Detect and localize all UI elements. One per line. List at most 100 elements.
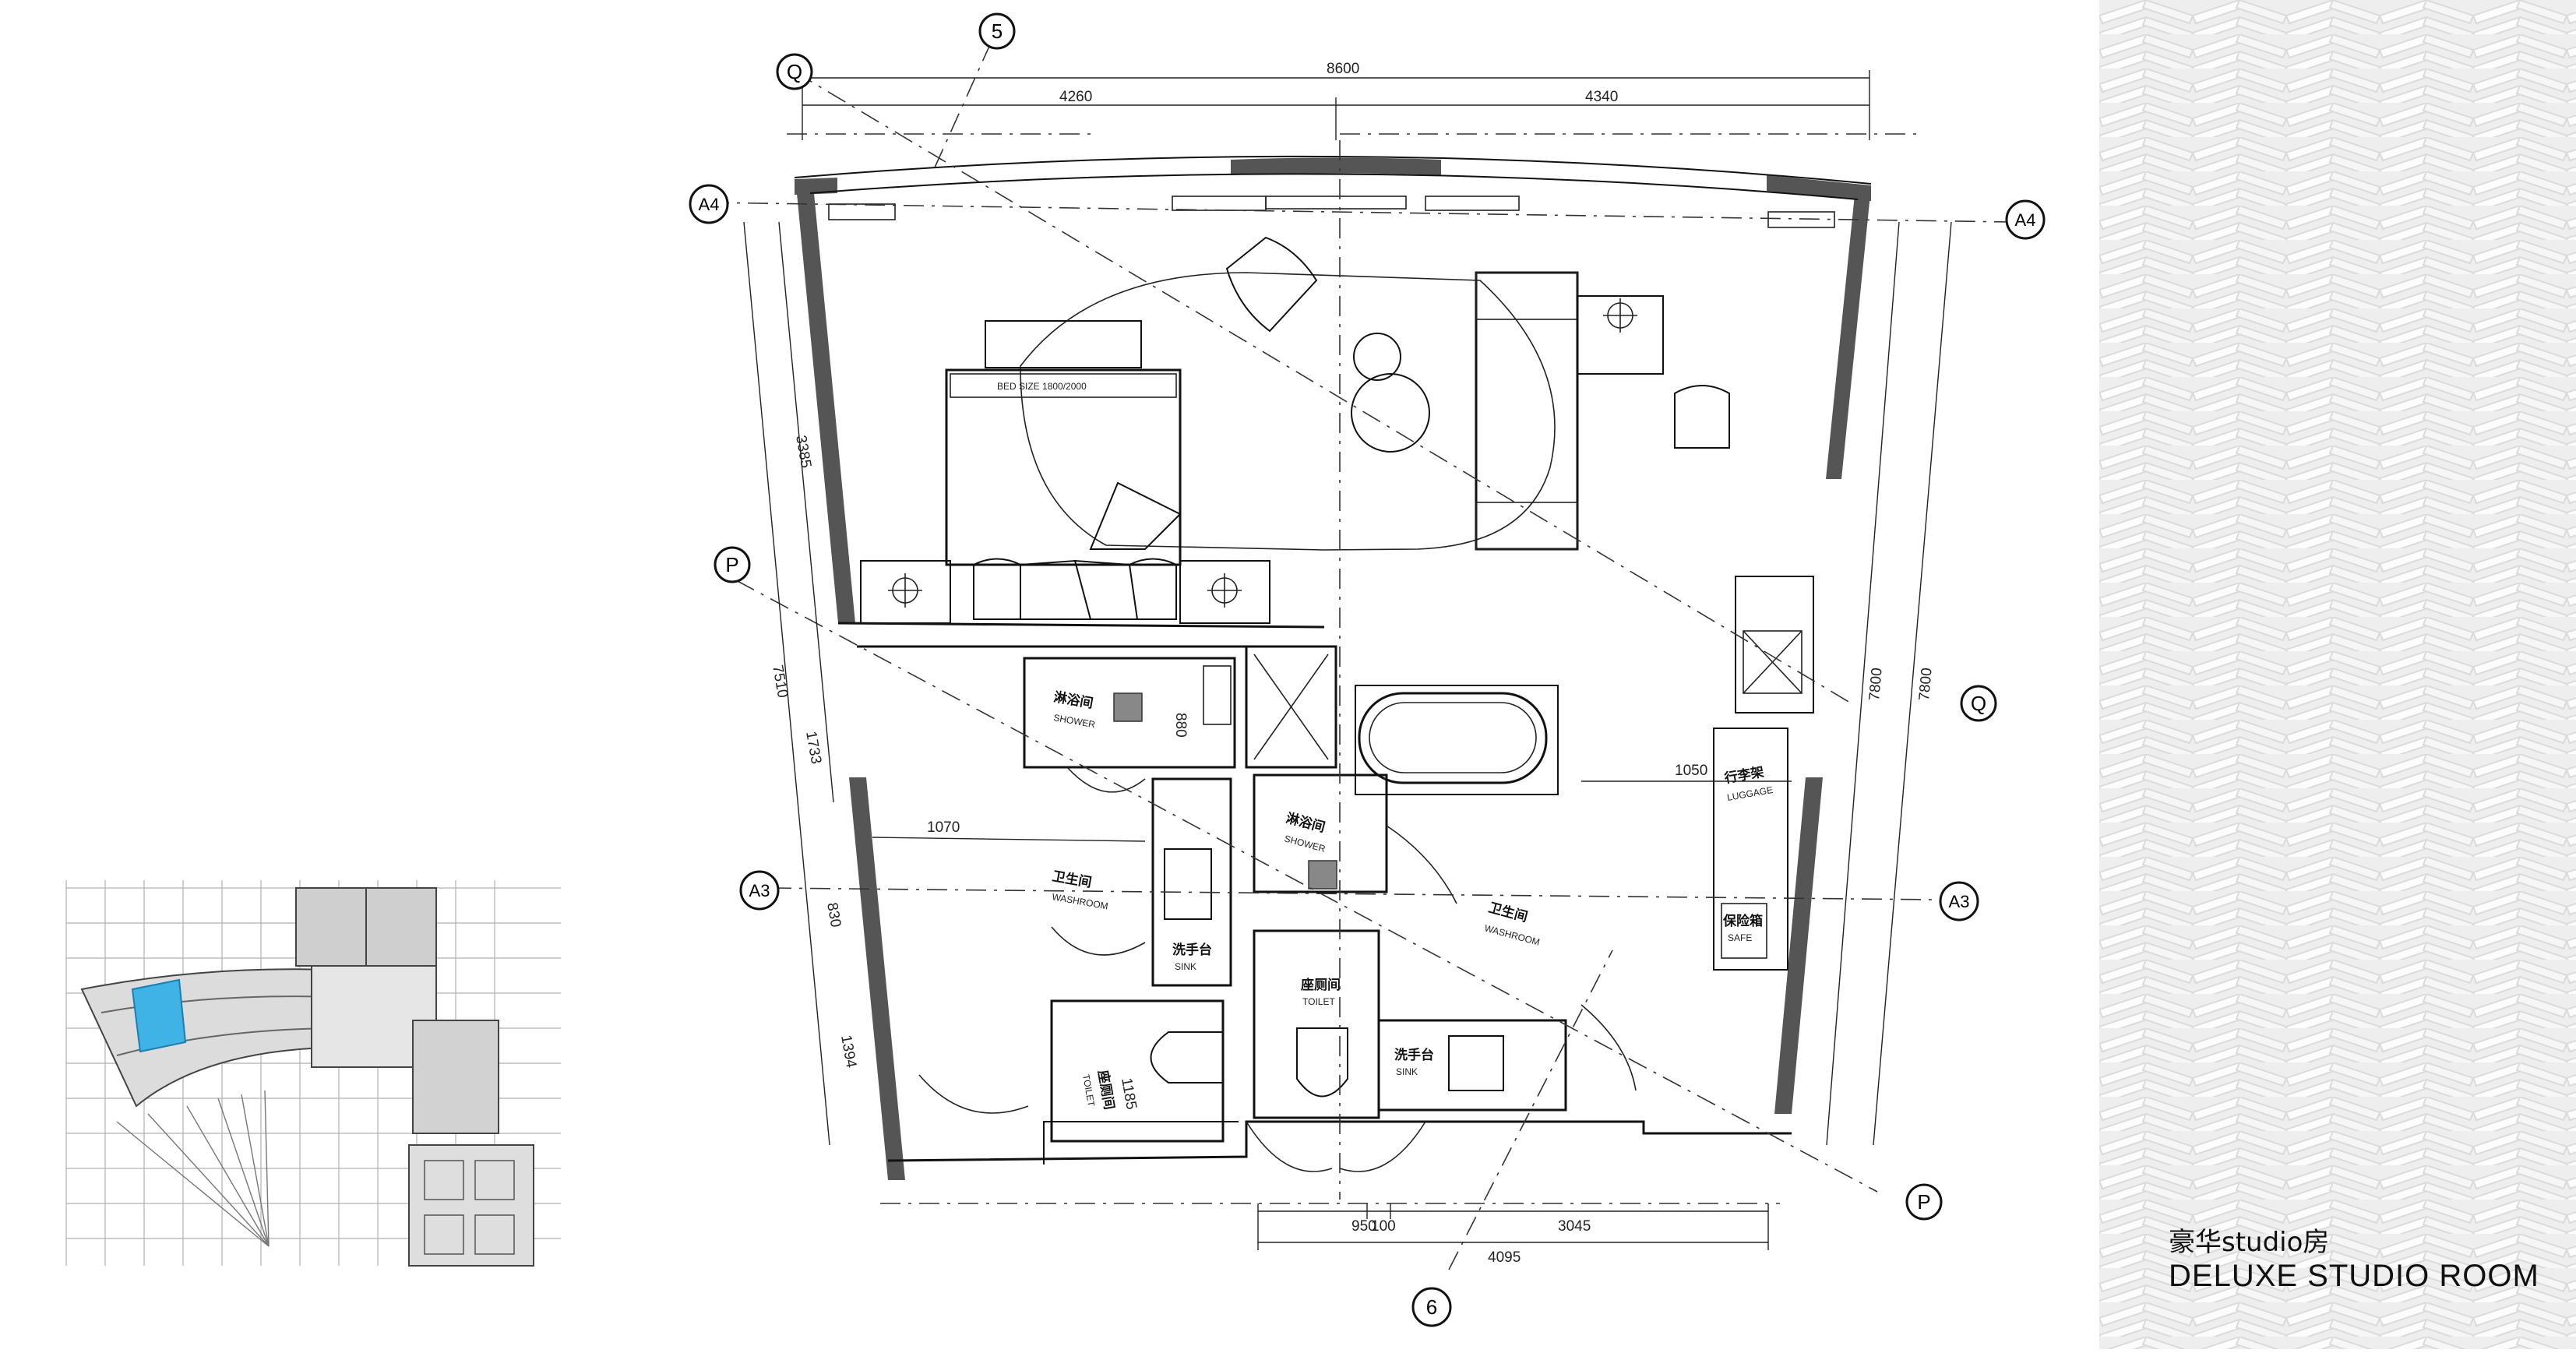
bed-size-label: BED SIZE 1800/2000 [997,381,1087,392]
grid-bubble-p-left: P [714,546,751,583]
shower-drain-1 [1113,692,1143,722]
wall-top-center [1231,157,1441,175]
mini-bar [1735,576,1814,713]
curtain-mid-right [1425,196,1520,211]
grid-bubbles: Q 5 A4 A4 P Q A3 A3 P 6 [689,12,2046,1327]
dimension-bottom: 950 100 3045 4095 [1257,1203,1769,1266]
dim-wash-1070: 1070 [927,819,960,836]
dim-left-upper: 3385 [792,434,814,469]
curtain-left [828,203,896,220]
washroom-label-cn-left: 卫生间 [1051,868,1093,890]
room-caption: 豪华studio房 DELUXE STUDIO ROOM [2169,1227,2539,1294]
dim-left-total: 7510 [769,664,791,699]
shower-label-cn-1: 淋浴间 [1052,689,1094,711]
axis-line-a3 [770,887,1933,900]
vanity-left [1151,777,1232,987]
dim-toilet-1185: 1185 [1118,1076,1140,1111]
wall-left-upper [796,185,855,623]
sink-label-en-left: SINK [1175,961,1196,972]
toilet-left [1150,1031,1224,1083]
shower-label-en-1: SHOWER [1052,712,1096,730]
sink-label-en-right: SINK [1396,1066,1418,1077]
grid-bubble-q-right: Q [1960,685,1997,722]
sink-left [1164,848,1212,920]
axis-line-p [735,580,1878,1193]
door-swing-right [1580,1004,1637,1091]
bench [985,320,1142,368]
axis-line-q [794,71,1855,706]
key-plan-south-block [408,1144,534,1267]
luggage-rack [1713,728,1788,971]
curtain-mid-left [1172,196,1267,211]
dim-bottom-4095: 4095 [1488,1249,1521,1266]
svg-text:P: P [1917,1190,1930,1214]
armchair-top [1225,236,1318,333]
dim-bottom-3045: 3045 [1558,1218,1591,1235]
washroom-label-en-left: WASHROOM [1051,891,1108,911]
key-plan-highlighted-unit [131,978,187,1053]
grid-bubble-a3-left: A3 [739,870,780,911]
luggage-label-en: LUGGAGE [1726,784,1774,803]
glass-shower-cubicle [1245,645,1337,769]
wall-left-lower [849,777,905,1180]
nightstand-left [860,560,951,624]
door-swing-entry [918,1074,1029,1114]
herringbone-texture-panel [2099,0,2576,1349]
toilet-room-left [1050,999,1225,1143]
toilet-label-en-left: TOILET [1080,1073,1097,1108]
dim-right-outer: 7800 [1916,667,1936,701]
sink-label-cn-right: 洗手台 [1394,1047,1434,1062]
dim-right-inner: 7800 [1866,667,1886,701]
armchair-right [1674,385,1730,449]
nightstand-right [1179,560,1270,624]
dim-left-a3: 830 [823,901,844,928]
shower-room-1 [1023,657,1236,769]
dim-top-right: 4340 [1585,89,1618,105]
bathtub-alcove [1355,685,1559,795]
sofa [1475,271,1579,551]
safe-label-en: SAFE [1728,932,1752,943]
svg-text:A3: A3 [749,881,770,900]
axis-line-5 [934,42,992,168]
wall-top-left [795,178,837,195]
wall-right-upper [1826,187,1871,479]
luggage-label-cn: 行李架 [1722,763,1765,786]
dimension-right: 7800 7800 [1826,221,1952,1146]
svg-text:Q: Q [1971,692,1986,715]
dim-top-total: 8600 [1327,61,1359,77]
shower-label-cn-2: 淋浴间 [1284,810,1327,836]
washroom-label-cn-right: 卫生间 [1487,900,1529,925]
dim-bottom-950: 950 [1351,1218,1376,1235]
curtain-mid [1265,196,1407,210]
door-swing-center [1386,825,1457,904]
svg-text:Q: Q [787,60,802,83]
round-table [1351,373,1430,453]
washroom-label-en-right: WASHROOM [1483,922,1541,947]
wall-top-right [1767,175,1871,201]
sink-right [1448,1035,1504,1091]
svg-text:A3: A3 [1949,892,1970,911]
sink-label-cn-left: 洗手台 [1172,942,1212,957]
headboard-cushions [973,558,1177,620]
room-title-cn: 豪华studio房 [2169,1227,2330,1258]
key-plan [65,880,561,1267]
dim-bath-1050: 1050 [1675,763,1707,779]
bedroom-rug-outline [1020,272,1556,551]
dim-top-left: 4260 [1059,89,1092,105]
toilet-label-en-right: TOILET [1302,996,1335,1007]
toilet-label-cn-left: 座厕间 [1095,1069,1118,1111]
side-table [1577,295,1664,375]
bathroom-zone: 淋浴间 SHOWER 880 1050 洗手台 SINK 卫生间 WASHROO… [872,645,1792,1172]
bed [945,368,1182,566]
dimension-left: 3385 7510 1733 830 1394 [743,221,859,1146]
svg-text:A4: A4 [699,195,720,214]
grid-bubble-a4-right: A4 [2005,199,2046,240]
dim-shower-880: 880 [1172,713,1189,738]
svg-text:A4: A4 [2015,210,2036,230]
shower-drain-2 [1308,860,1337,890]
door-swing-shower [1066,766,1146,793]
toilet-right [1296,1027,1348,1098]
svg-text:5: 5 [992,19,1003,43]
dim-bottom-100: 100 [1371,1218,1396,1235]
